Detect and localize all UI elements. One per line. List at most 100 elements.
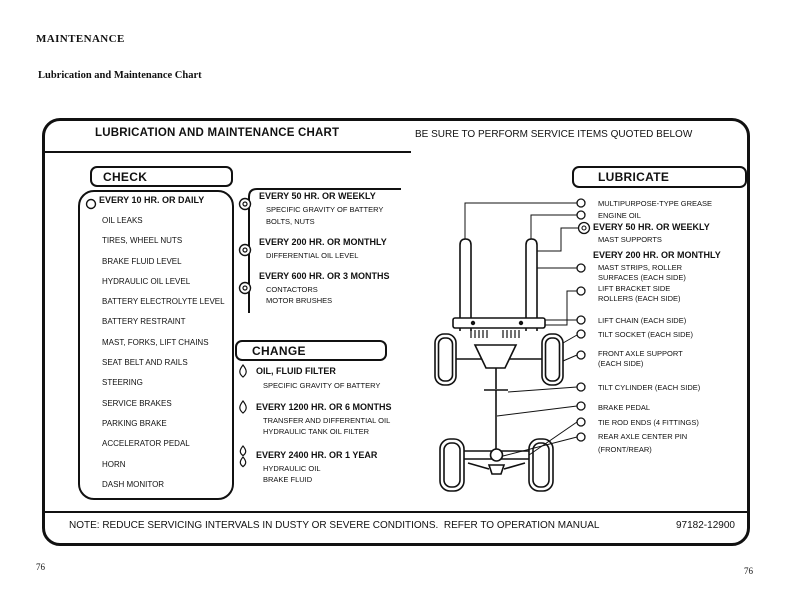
steering-link bbox=[487, 464, 506, 475]
tie-rods bbox=[467, 462, 526, 470]
chart-frame: LUBRICATION AND MAINTENANCE CHART BE SUR… bbox=[42, 118, 750, 546]
check-item: ACCELERATOR PEDAL bbox=[102, 439, 190, 449]
double-circle-icon-inner bbox=[242, 285, 248, 291]
change-group-header: EVERY 2400 HR. OR 1 YEAR bbox=[256, 450, 378, 460]
check-item: BATTERY ELECTROLYTE LEVEL bbox=[102, 297, 225, 307]
title-rule bbox=[45, 151, 411, 153]
interval-item: DIFFERENTIAL OIL LEVEL bbox=[266, 251, 359, 260]
lube-point-icon bbox=[576, 315, 586, 325]
lubricate-item: LIFT BRACKET SIDE bbox=[598, 284, 671, 293]
check-item: BATTERY RESTRAINT bbox=[102, 317, 186, 327]
lubricate-item: MULTIPURPOSE-TYPE GREASE bbox=[598, 199, 713, 208]
lubricate-item: (EACH SIDE) bbox=[598, 359, 644, 368]
interval-600hr-header: EVERY 600 HR. OR 3 MONTHS bbox=[259, 271, 390, 281]
lube-point-icon bbox=[576, 401, 586, 411]
lubricate-item: REAR AXLE CENTER PIN bbox=[598, 432, 688, 441]
wheel-rim bbox=[544, 337, 561, 382]
chart-title: LUBRICATION AND MAINTENANCE CHART bbox=[95, 127, 340, 139]
crossbar-bolt bbox=[518, 320, 524, 326]
lubricate-section-label: LUBRICATE bbox=[572, 166, 747, 188]
change-item: TRANSFER AND DIFFERENTIAL OIL bbox=[263, 416, 391, 425]
mast-crossbar bbox=[452, 317, 546, 329]
note-rule bbox=[45, 511, 747, 513]
page-number-right: 76 bbox=[744, 566, 753, 576]
wheel-rim bbox=[443, 442, 461, 488]
check-item: DASH MONITOR bbox=[102, 479, 165, 489]
interval-200hr-header: EVERY 200 HR. OR MONTHLY bbox=[259, 237, 387, 247]
check-item: HORN bbox=[102, 459, 126, 469]
interval-50hr-header: EVERY 50 HR. OR WEEKLY bbox=[259, 191, 376, 201]
lubricate-item: TILT SOCKET (EACH SIDE) bbox=[598, 330, 694, 339]
lube-point-icon bbox=[576, 350, 586, 360]
lubricate-item: LIFT CHAIN (EACH SIDE) bbox=[598, 316, 687, 325]
check-item: STEERING bbox=[102, 378, 143, 388]
service-note: NOTE: REDUCE SERVICING INTERVALS IN DUST… bbox=[69, 520, 600, 531]
lubricate-interval-header: EVERY 200 HR. OR MONTHLY bbox=[593, 250, 721, 260]
front-wheel-left bbox=[434, 333, 457, 386]
lube-point-icon bbox=[576, 382, 586, 392]
lubricate-item: BRAKE PEDAL bbox=[598, 403, 651, 412]
change-item: SPECIFIC GRAVITY OF BATTERY bbox=[263, 381, 381, 390]
lube-point-icon bbox=[576, 329, 586, 339]
oil-drop-icon bbox=[239, 456, 247, 468]
lube-point-icons bbox=[576, 198, 591, 442]
lubricate-item: MAST STRIPS, ROLLER bbox=[598, 263, 683, 272]
double-circle-icon-inner bbox=[242, 247, 248, 253]
interval-item: SPECIFIC GRAVITY OF BATTERY bbox=[266, 205, 384, 214]
check-item: SEAT BELT AND RAILS bbox=[102, 358, 188, 368]
interval-item: MOTOR BRUSHES bbox=[266, 296, 333, 305]
check-items-list: OIL LEAKS TIRES, WHEEL NUTS BRAKE FLUID … bbox=[102, 216, 229, 489]
change-group-header: EVERY 1200 HR. OR 6 MONTHS bbox=[256, 402, 392, 412]
check-section-label: CHECK bbox=[90, 166, 233, 187]
wheel-rim bbox=[437, 337, 454, 382]
check-item: TIRES, WHEEL NUTS bbox=[102, 236, 183, 246]
lubricate-item: TIE ROD ENDS (4 FITTINGS) bbox=[598, 418, 699, 427]
connector-lines bbox=[464, 202, 579, 457]
lubricate-item: SURFACES (EACH SIDE) bbox=[598, 273, 686, 282]
lube-point-icon bbox=[576, 198, 586, 208]
mast-strip-ticks bbox=[470, 330, 520, 338]
check-label-text: CHECK bbox=[103, 169, 148, 184]
tilt-cylinder-part bbox=[484, 368, 508, 401]
check-item: MAST, FORKS, LIFT CHAINS bbox=[102, 337, 209, 347]
transfer-housing bbox=[473, 344, 518, 369]
part-number: 97182-12900 bbox=[676, 520, 735, 531]
lubricate-item: ROLLERS (EACH SIDE) bbox=[598, 294, 681, 303]
oil-drop-icon bbox=[239, 364, 247, 378]
interval-bracket bbox=[248, 188, 401, 313]
wheel-rim bbox=[532, 442, 550, 488]
change-section-label: CHANGE bbox=[235, 340, 387, 361]
lube-point-icon-inner bbox=[581, 225, 587, 231]
double-circle-icon-inner bbox=[242, 201, 248, 207]
lubricate-item: MAST SUPPORTS bbox=[598, 235, 662, 244]
rear-wheel-right bbox=[528, 438, 554, 492]
page-number-left: 76 bbox=[36, 562, 45, 572]
lubricate-interval-header: EVERY 50 HR. OR WEEKLY bbox=[593, 222, 710, 232]
crossbar-bolt bbox=[470, 320, 476, 326]
check-interval-header: EVERY 10 HR. OR DAILY bbox=[99, 195, 205, 205]
change-label-text: CHANGE bbox=[252, 343, 306, 358]
rear-wheel-left bbox=[439, 438, 465, 492]
change-group-header: OIL, FLUID FILTER bbox=[256, 366, 336, 376]
forklift-diagram-svg bbox=[85, 188, 591, 492]
lube-point-icon bbox=[576, 263, 586, 273]
page-subtitle: Lubrication and Maintenance Chart bbox=[38, 70, 202, 81]
oil-drop-icon bbox=[239, 445, 247, 457]
lubricate-item: (FRONT/REAR) bbox=[598, 445, 652, 454]
lube-point-icon bbox=[576, 286, 586, 296]
forklift-diagram bbox=[434, 238, 564, 492]
lube-point-icon bbox=[576, 432, 586, 442]
circle-outline-icon bbox=[85, 198, 97, 210]
check-item: HYDRAULIC OIL LEVEL bbox=[102, 276, 191, 286]
page-header: MAINTENANCE bbox=[36, 33, 125, 45]
oil-drop-icons bbox=[239, 364, 247, 468]
rear-axle-center-pin-part bbox=[489, 448, 504, 462]
check-item: PARKING BRAKE bbox=[102, 418, 167, 428]
lubricate-item: TILT CYLINDER (EACH SIDE) bbox=[598, 383, 701, 392]
lube-point-icon bbox=[576, 417, 586, 427]
change-item: HYDRAULIC TANK OIL FILTER bbox=[263, 427, 369, 436]
interval-item: CONTACTORS bbox=[266, 285, 318, 294]
lubricate-label-text: LUBRICATE bbox=[598, 170, 670, 184]
lubricate-item: FRONT AXLE SUPPORT bbox=[598, 349, 683, 358]
